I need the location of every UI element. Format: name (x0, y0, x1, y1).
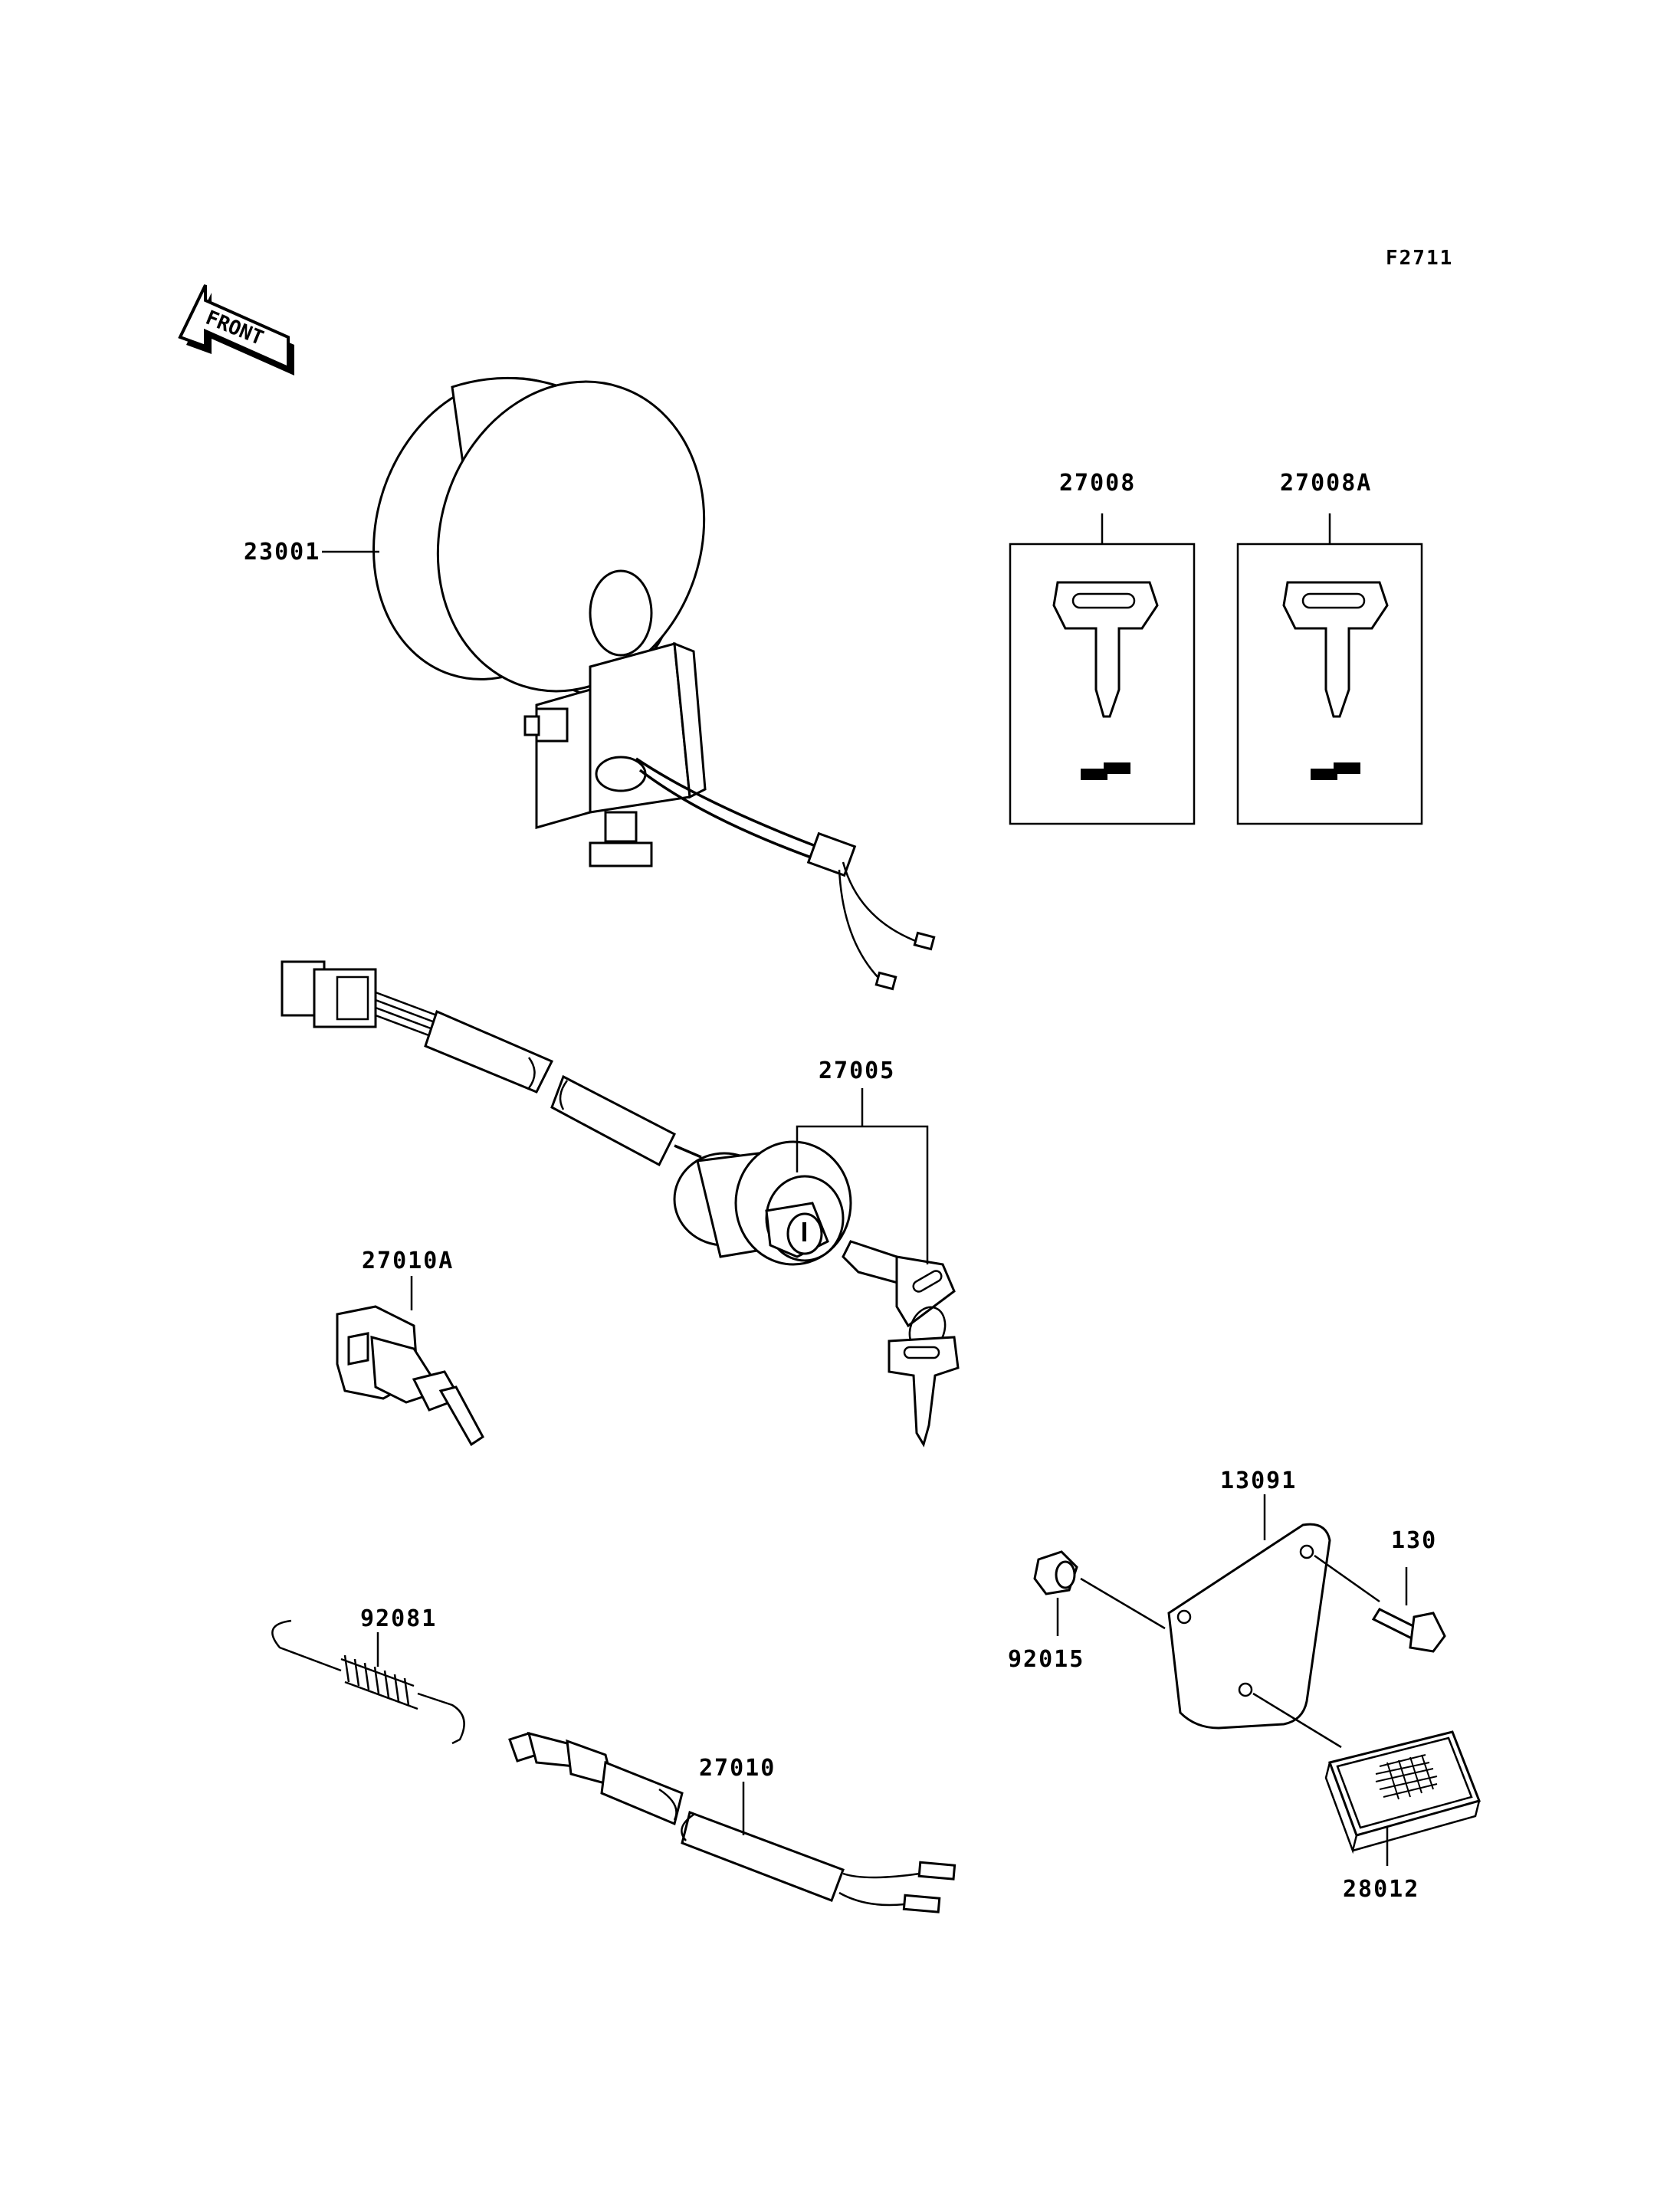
nut-92015-icon (1033, 1550, 1078, 1595)
part-label-23001: 23001 (244, 539, 320, 566)
spring-92081-icon (271, 1619, 465, 1745)
part-label-13091: 13091 (1220, 1467, 1297, 1494)
part-label-27010: 27010 (699, 1755, 776, 1782)
part-label-27008: 27008 (1059, 470, 1136, 497)
bolt-130-icon (1371, 1608, 1446, 1653)
part-label-27010A: 27010A (362, 1248, 454, 1274)
leader-28012-hole (1252, 1692, 1342, 1749)
part-label-27005: 27005 (819, 1058, 895, 1084)
key-card-27008A (1236, 513, 1423, 825)
front-arrow-icon: FRONT (178, 284, 294, 375)
part-label-28012: 28012 (1343, 1876, 1419, 1903)
leader-130 (1314, 1554, 1380, 1603)
switch-27010-icon (508, 1731, 956, 1913)
part-label-92081: 92081 (360, 1605, 437, 1632)
plate-13091-icon (1167, 1523, 1331, 1730)
part-label-27008A: 27008A (1280, 470, 1372, 497)
key-card-27008 (1009, 513, 1196, 825)
ignition-switch-icon (281, 960, 960, 1448)
leader-92015 (1080, 1577, 1166, 1630)
part-label-92015: 92015 (1008, 1646, 1084, 1673)
part-label-130: 130 (1391, 1527, 1437, 1554)
label-plate-28012-icon (1324, 1730, 1481, 1854)
switch-27010A-icon (336, 1305, 484, 1447)
lamp-icon (372, 376, 936, 991)
figure-code: F2711 (1386, 247, 1453, 270)
